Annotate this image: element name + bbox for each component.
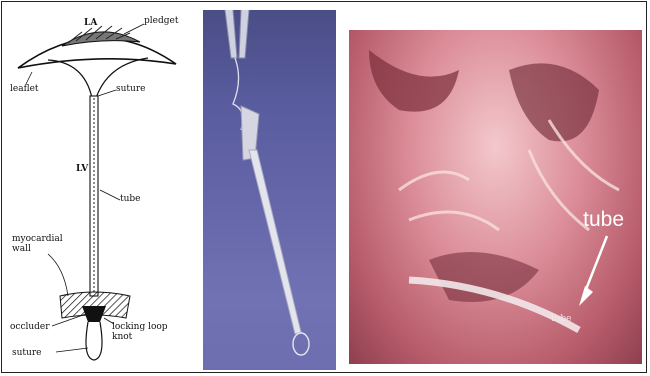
leader-suture-bottom xyxy=(56,348,88,352)
leader-pledget xyxy=(124,24,144,34)
bottom-suture-loop xyxy=(86,322,102,360)
tube-inline-label: tube xyxy=(551,314,572,324)
forceps xyxy=(225,10,249,58)
device-photo xyxy=(203,10,336,370)
label-myocardial-wall: myocardial wall xyxy=(12,234,54,254)
label-suture-top: suture xyxy=(116,84,145,94)
cavity-upper-left xyxy=(369,50,459,112)
schematic-drawing xyxy=(8,6,192,368)
label-occluder: occluder xyxy=(10,322,50,332)
heart-interior-photo: tube tube xyxy=(349,30,642,364)
label-pledget: pledget xyxy=(144,16,178,26)
leader-leaflet xyxy=(26,72,32,84)
end-loop xyxy=(293,333,309,355)
leaflet-outline xyxy=(18,38,176,68)
device-tube xyxy=(249,150,301,334)
tube-callout-label: tube xyxy=(583,208,624,232)
schematic-diagram: LA pledget leaflet suture LV tube myocar… xyxy=(8,6,192,368)
label-tube: tube xyxy=(120,194,141,204)
leader-suture xyxy=(98,90,116,96)
label-leaflet: leaflet xyxy=(10,84,39,94)
label-locking-loop-knot: locking loop knot xyxy=(112,322,172,342)
label-la: LA xyxy=(84,18,97,28)
callout-arrow-head xyxy=(579,286,593,306)
leader-wall xyxy=(48,254,68,296)
leader-tube xyxy=(100,190,120,200)
label-suture-bottom: suture xyxy=(12,348,41,358)
heart-illustration xyxy=(349,30,642,364)
device-illustration xyxy=(203,10,336,370)
callout-arrow-line xyxy=(585,236,607,292)
label-lv: LV xyxy=(76,164,88,174)
